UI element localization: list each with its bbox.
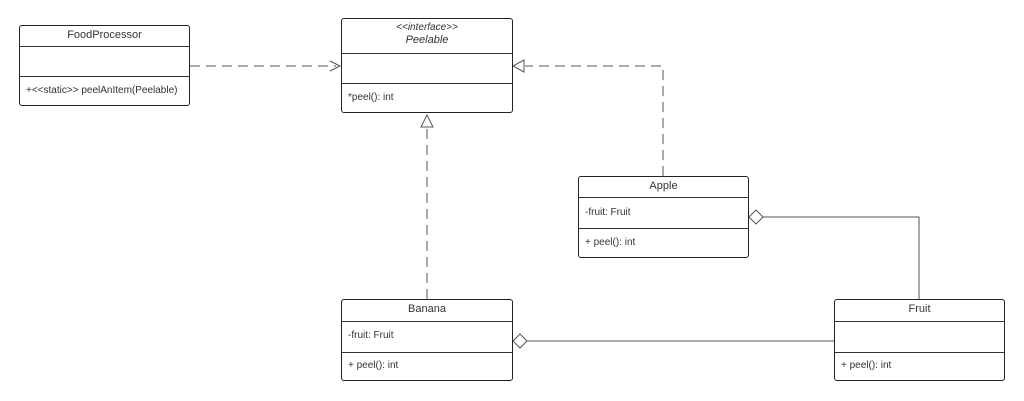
class-apple[interactable]: Apple -fruit: Fruit + peel(): int bbox=[578, 176, 749, 258]
aggregation-line-apple bbox=[763, 216, 920, 299]
aggregation-diamond-apple bbox=[748, 209, 764, 225]
class-foodprocessor[interactable]: FoodProcessor +<<static>> peelAnItem(Pee… bbox=[19, 25, 190, 106]
dependency-arrowhead bbox=[329, 60, 342, 72]
class-operation: *peel(): int bbox=[342, 83, 512, 112]
realization-line-apple bbox=[525, 65, 664, 176]
interface-peelable[interactable]: <<interface>> Peelable *peel(): int bbox=[341, 18, 513, 113]
aggregation-diamond-banana bbox=[512, 333, 528, 349]
realization-arrowhead-banana bbox=[420, 113, 434, 128]
class-operation: + peel(): int bbox=[579, 228, 748, 257]
interface-name: Peelable bbox=[405, 34, 449, 46]
realization-arrowhead-apple bbox=[511, 59, 525, 73]
class-name: Apple bbox=[649, 180, 678, 192]
class-name: FoodProcessor bbox=[67, 29, 142, 41]
class-banana[interactable]: Banana -fruit: Fruit + peel(): int bbox=[341, 299, 513, 381]
class-fruit[interactable]: Fruit + peel(): int bbox=[834, 299, 1005, 381]
class-name: Banana bbox=[408, 303, 446, 315]
class-attributes bbox=[20, 46, 189, 76]
stereotype-label: <<interface>> bbox=[396, 22, 458, 33]
class-operation: + peel(): int bbox=[835, 352, 1004, 380]
class-attribute: -fruit: Fruit bbox=[342, 321, 512, 352]
class-attributes bbox=[835, 321, 1004, 352]
class-name: Fruit bbox=[908, 303, 931, 315]
class-attribute: -fruit: Fruit bbox=[579, 197, 748, 228]
class-attributes bbox=[342, 53, 512, 83]
class-operation: +<<static>> peelAnItem(Peelable) bbox=[20, 76, 189, 106]
class-operation: + peel(): int bbox=[342, 352, 512, 380]
interface-header: <<interface>> Peelable bbox=[342, 19, 512, 53]
